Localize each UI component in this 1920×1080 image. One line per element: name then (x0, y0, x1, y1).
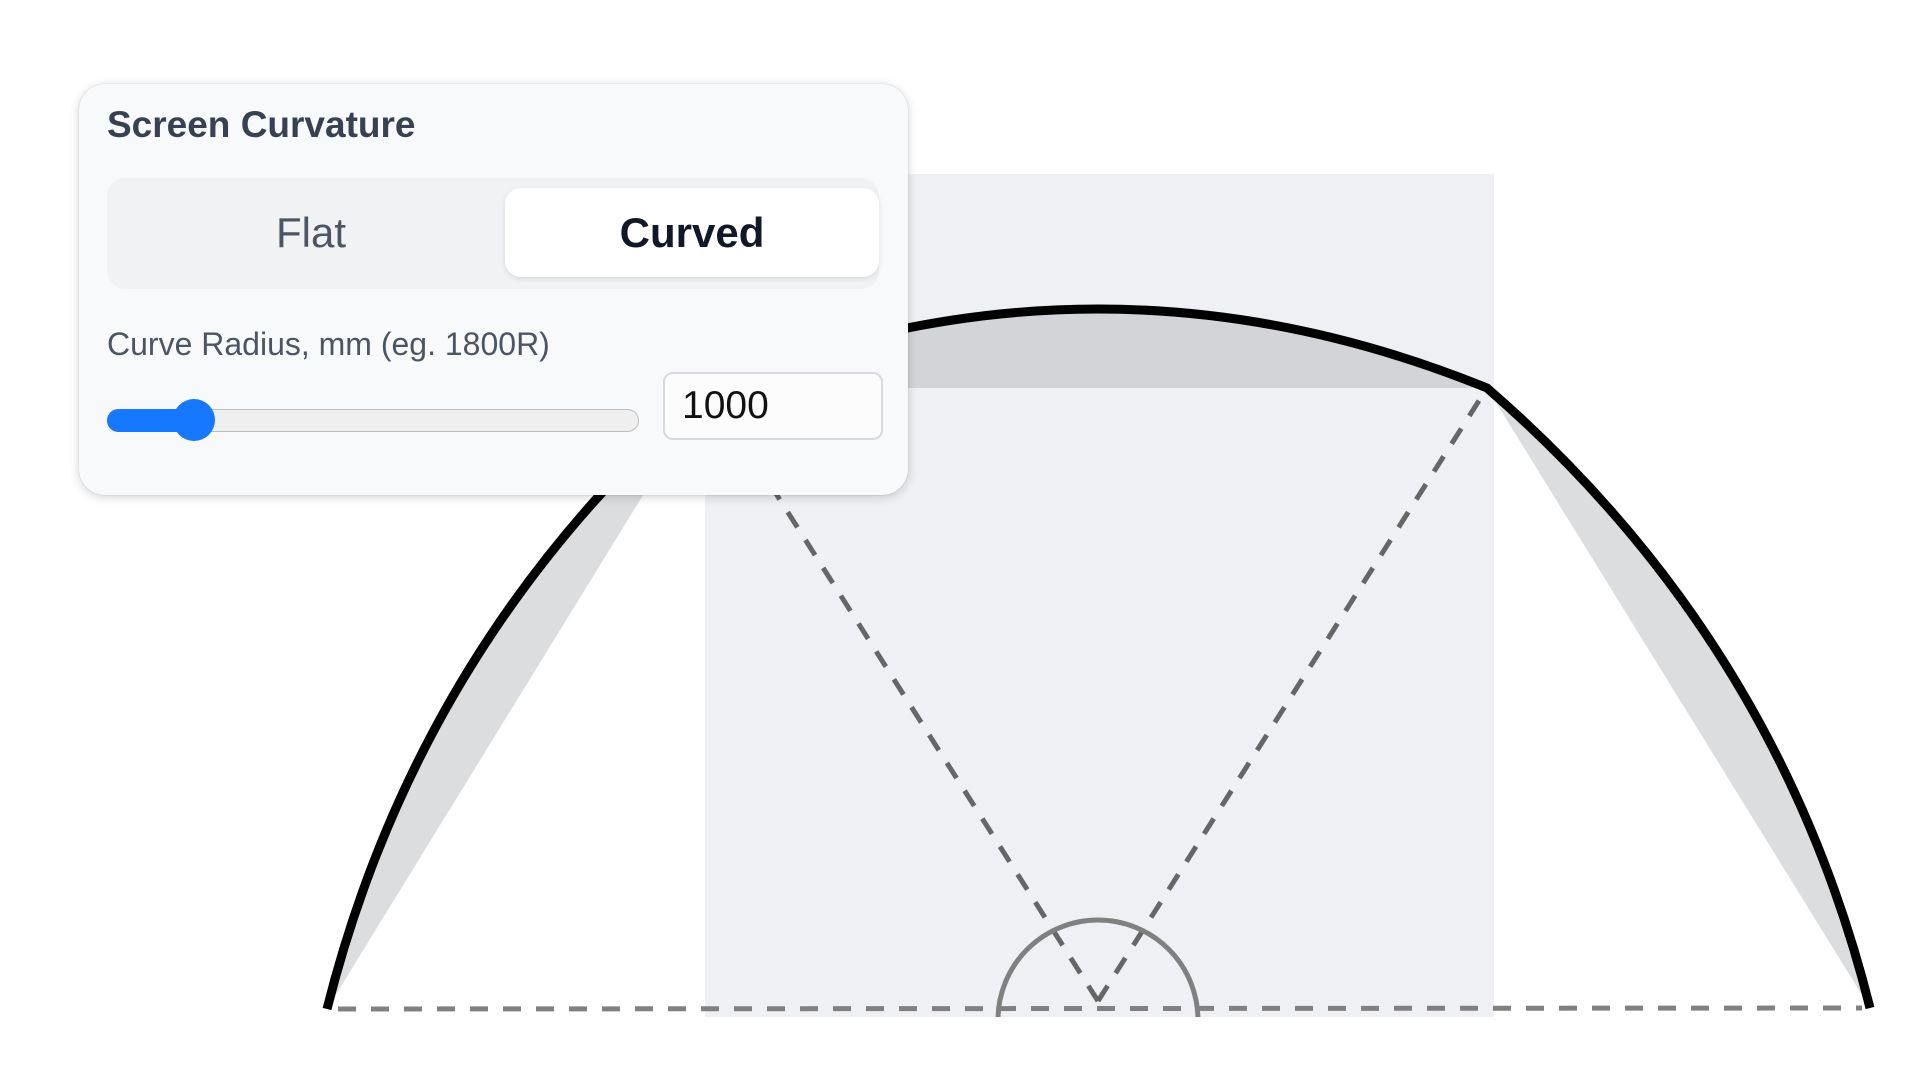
curvature-panel: Screen Curvature Flat Curved Curve Radiu… (79, 84, 908, 495)
panel-title: Screen Curvature (107, 104, 416, 145)
curve-radius-slider[interactable] (107, 399, 639, 441)
right-sight-line (1095, 386, 1490, 1003)
mode-segmented-control: Flat Curved (107, 178, 879, 289)
viewer-angle-circle (995, 917, 1201, 1017)
left-side-fill (327, 388, 709, 1009)
curve-radius-label: Curve Radius, mm (eg. 1800R) (107, 326, 550, 362)
baseline-dashed (337, 1005, 1863, 1012)
curve-radius-input[interactable] (663, 372, 883, 440)
mode-flat-button[interactable]: Flat (275, 208, 346, 256)
right-side-fill (1487, 388, 1870, 1008)
mode-curved-button[interactable]: Curved (505, 188, 879, 277)
slider-thumb[interactable] (173, 399, 215, 441)
screen-curve (322, 304, 1875, 1011)
